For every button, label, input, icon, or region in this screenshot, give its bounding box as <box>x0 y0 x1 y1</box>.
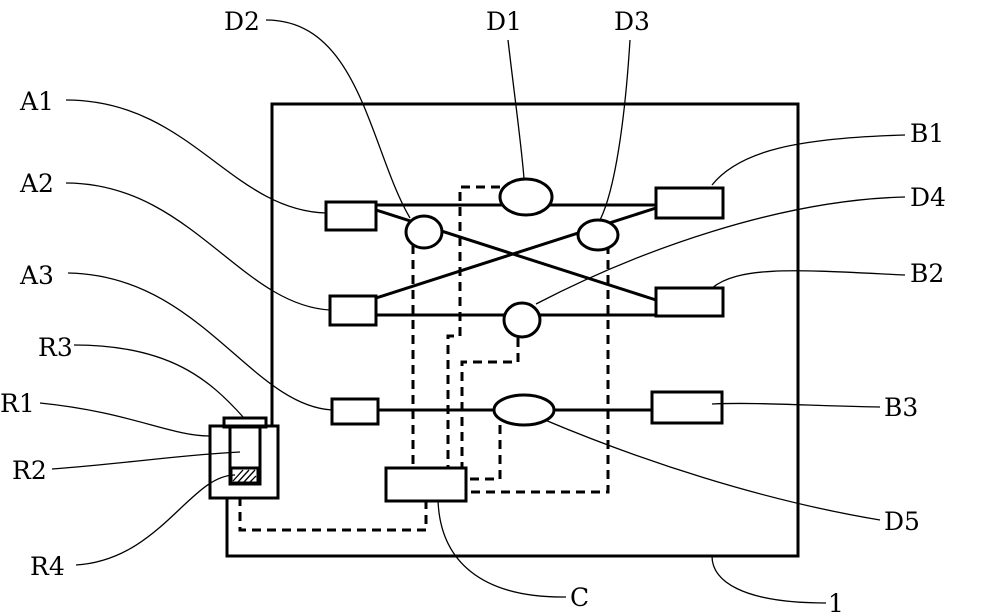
label-d2: D2 <box>224 7 260 36</box>
dashed-d5-c <box>466 425 502 481</box>
label-b1: B1 <box>910 119 944 148</box>
box-b2 <box>654 286 725 318</box>
hatch-r4 <box>232 469 257 483</box>
leader-r1 <box>39 402 211 437</box>
leader-b2 <box>711 270 906 289</box>
leader-d3 <box>599 39 631 221</box>
label-b2: B2 <box>910 259 944 288</box>
ellipse-d3 <box>576 218 620 252</box>
label-a1: A1 <box>19 87 54 116</box>
ellipse-d5 <box>492 393 556 427</box>
box-b1 <box>654 186 725 220</box>
leader-a3 <box>67 272 333 411</box>
box-a3 <box>330 397 380 426</box>
dashed-c-r1 <box>238 498 428 532</box>
main-frame <box>225 102 800 558</box>
dashed-d4-c <box>460 338 520 468</box>
label-r2: R2 <box>12 456 47 485</box>
label-d3: D3 <box>614 7 650 36</box>
label-1: 1 <box>828 589 844 616</box>
label-d5: D5 <box>884 507 920 536</box>
leader-r2 <box>51 451 241 470</box>
leader-r4 <box>75 474 236 566</box>
label-c: C <box>570 583 589 612</box>
ellipse-d4 <box>502 301 542 339</box>
leader-a2 <box>65 182 331 311</box>
box-c <box>384 466 468 503</box>
label-d4: D4 <box>910 183 946 212</box>
leader-1 <box>711 555 827 604</box>
leader-b3 <box>711 402 881 408</box>
box-a1 <box>324 200 378 232</box>
box-a2 <box>328 294 378 327</box>
leader-r3 <box>73 344 245 419</box>
dashed-d3-c <box>466 245 610 494</box>
label-a2: A2 <box>19 169 54 198</box>
label-d1: D1 <box>486 7 522 36</box>
leader-d1 <box>507 39 525 180</box>
leader-d4 <box>535 196 906 305</box>
cap-r3 <box>222 416 268 429</box>
label-r4: R4 <box>30 552 65 581</box>
leader-d5 <box>544 419 881 521</box>
label-r1: R1 <box>0 389 35 418</box>
ellipse-d2 <box>404 214 444 250</box>
ellipse-d1 <box>498 177 554 217</box>
housing-r1 <box>208 424 280 500</box>
leader-a1 <box>65 99 327 214</box>
label-a3: A3 <box>19 261 54 290</box>
box-b3 <box>650 390 724 425</box>
label-b3: B3 <box>884 393 918 422</box>
label-r3: R3 <box>38 333 73 362</box>
dashed-d1-loop <box>446 185 500 468</box>
leader-c <box>437 499 567 598</box>
leader-b1 <box>711 134 906 186</box>
leader-d2 <box>265 19 411 219</box>
